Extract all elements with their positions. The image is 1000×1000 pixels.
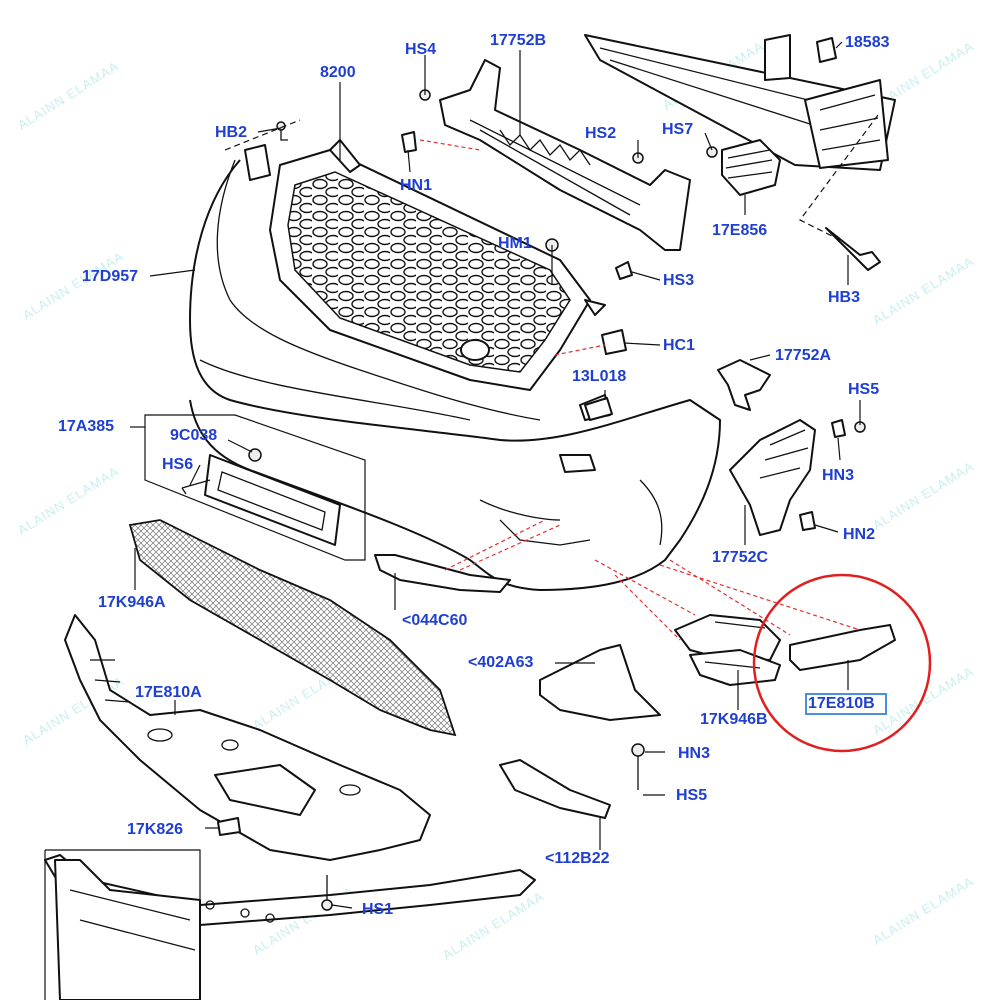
- crash-beam: [584, 34, 896, 171]
- part-17752b: [439, 59, 691, 251]
- part-112b22: [499, 759, 611, 819]
- part-402a63: [539, 644, 661, 721]
- label-044c60: <044C60: [402, 612, 468, 629]
- label-hs4: HS4: [405, 41, 437, 58]
- label-hs5-top: HS5: [848, 381, 880, 398]
- label-17752b: 17752B: [490, 32, 547, 49]
- fastener-hn3-top: [831, 419, 846, 438]
- part-17a385-box: [144, 414, 366, 561]
- label-hs7: HS7: [662, 121, 694, 138]
- fastener-hs3: [615, 261, 633, 280]
- label-17e810b: 17E810B: [808, 695, 875, 712]
- part-13l018: [584, 397, 613, 421]
- label-hs3: HS3: [663, 272, 695, 289]
- part-17e810a: [64, 614, 431, 861]
- fastener-hs6: [181, 479, 211, 495]
- label-18583: 18583: [845, 34, 890, 51]
- part-17e810b: [789, 624, 896, 671]
- label-hn3-top: HN3: [822, 467, 855, 484]
- label-17k946a: 17K946A: [98, 594, 166, 611]
- label-17e856: 17E856: [712, 222, 768, 239]
- label-hn2: HN2: [843, 526, 876, 543]
- part-18583: [816, 37, 837, 63]
- label-17k946b: 17K946B: [700, 711, 768, 728]
- label-hs5-bottom: HS5: [676, 787, 708, 804]
- label-hn3-bottom: HN3: [678, 745, 711, 762]
- part-17k946b: [674, 614, 781, 686]
- fasteners: [181, 89, 881, 911]
- label-17752c: 17752C: [712, 549, 769, 566]
- label-hb3: HB3: [828, 289, 861, 306]
- part-17e856: [721, 139, 781, 196]
- label-hs1: HS1: [362, 901, 394, 918]
- label-hm1: HM1: [498, 235, 532, 252]
- label-13l018: 13L018: [572, 368, 627, 385]
- fastener-hn2: [799, 511, 816, 531]
- label-8200: 8200: [320, 64, 356, 81]
- label-17k826: 17K826: [127, 821, 184, 838]
- label-9c038: 9C038: [170, 427, 218, 444]
- label-17a385: 17A385: [58, 418, 115, 435]
- part-17752c: [729, 419, 816, 536]
- part-044c60: [374, 554, 511, 593]
- label-17d957: 17D957: [82, 268, 139, 285]
- explode-lines: [419, 139, 861, 641]
- label-hs2: HS2: [585, 125, 617, 142]
- label-17752a: 17752A: [775, 347, 832, 364]
- highlight-circle: [752, 573, 932, 753]
- label-hs6: HS6: [162, 456, 194, 473]
- label-112b22: <112B22: [545, 850, 610, 867]
- fastener-hn1: [401, 131, 417, 153]
- fastener-hn3-bottom: [631, 743, 645, 757]
- part-17k946a: [128, 519, 457, 737]
- label-hb2: HB2: [215, 124, 248, 141]
- inset-part: [54, 859, 275, 1000]
- fastener-hb3: [825, 227, 881, 271]
- label-hc1: HC1: [663, 337, 696, 354]
- label-17e810a: 17E810A: [135, 684, 202, 701]
- label-402a63: <402A63: [468, 654, 534, 671]
- part-8200: [269, 139, 606, 391]
- fastener-hc1: [601, 329, 627, 355]
- part-17752a: [717, 359, 771, 411]
- fastener-hs7: [706, 146, 718, 158]
- highlight-box: [805, 693, 887, 715]
- label-hn1: HN1: [400, 177, 433, 194]
- leader-lines: [130, 41, 879, 909]
- fastener-17k826: [217, 817, 241, 836]
